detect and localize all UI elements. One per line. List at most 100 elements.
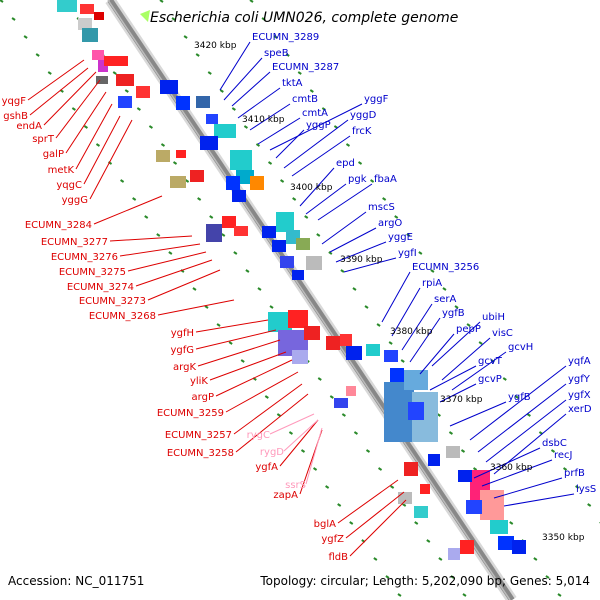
forward-gene-label: pepP xyxy=(456,324,481,335)
reverse-gene-label: ygfG xyxy=(170,345,194,356)
forward-gene-label: epd xyxy=(336,158,355,169)
kbp-tick-label: 3390 kbp xyxy=(340,255,383,265)
gene-feature xyxy=(136,86,150,98)
track-dot xyxy=(249,0,254,3)
reverse-gene-label: ygfH xyxy=(171,328,194,339)
connector-line xyxy=(493,477,563,499)
connector-line xyxy=(215,359,293,397)
label-connectors xyxy=(27,41,575,557)
track-dot xyxy=(204,305,209,309)
track-dot xyxy=(545,575,550,579)
track-dot xyxy=(466,323,471,327)
track-dot xyxy=(426,539,431,543)
connector-line xyxy=(27,59,85,101)
connector-line xyxy=(135,259,213,287)
forward-gene-label: mscS xyxy=(368,202,395,213)
connector-line xyxy=(249,103,291,131)
reverse-gene-label: yggG xyxy=(62,195,88,206)
forward-gene-label: visC xyxy=(492,328,513,339)
gene-feature xyxy=(268,312,292,332)
connector-line xyxy=(337,479,399,524)
track-dot xyxy=(345,143,351,147)
gene-feature xyxy=(206,224,222,242)
connector-line xyxy=(345,491,405,539)
forward-gene-label: gcvH xyxy=(508,342,533,353)
gene-feature xyxy=(226,176,240,190)
connector-line xyxy=(451,351,507,391)
gene-feature xyxy=(190,170,204,182)
track-dot xyxy=(240,359,245,363)
gene-feature xyxy=(200,136,218,150)
track-dot xyxy=(438,557,443,561)
forward-gene-label: pgk xyxy=(348,174,367,185)
forward-gene-label: ygfX xyxy=(568,390,591,401)
track-dot xyxy=(328,251,333,255)
connector-line xyxy=(237,87,281,119)
track-dot xyxy=(353,431,358,435)
forward-gene-label: tktA xyxy=(282,78,303,89)
gene-feature xyxy=(480,490,504,520)
connector-line xyxy=(473,447,541,479)
connector-line xyxy=(401,303,433,351)
forward-gene-label: ygfB xyxy=(508,392,531,403)
track-dot xyxy=(563,467,568,471)
track-dot xyxy=(309,89,314,93)
track-dot xyxy=(400,359,405,363)
gene-feature xyxy=(80,4,94,14)
gene-feature xyxy=(334,398,348,408)
connector-line xyxy=(75,103,113,170)
gene-feature xyxy=(118,96,132,108)
connector-line xyxy=(343,257,397,273)
gene-feature xyxy=(57,0,77,12)
kbp-tick-label: 3350 kbp xyxy=(542,533,585,543)
track-dot xyxy=(478,341,483,345)
connector-line xyxy=(419,333,455,375)
reverse-gene-label: metK xyxy=(48,165,75,176)
track-dot xyxy=(255,143,261,147)
gene-feature xyxy=(94,12,104,20)
gene-feature xyxy=(236,170,254,184)
forward-gene-label: ECUMN_3287 xyxy=(272,62,339,73)
track-dot xyxy=(35,53,40,57)
connector-line xyxy=(197,339,281,367)
track-dot xyxy=(448,431,453,435)
gene-feature xyxy=(262,226,276,238)
reverse-gene-label: ECUMN_3274 xyxy=(67,282,134,293)
connector-line xyxy=(219,41,251,91)
gene-feature xyxy=(276,212,294,232)
connector-line xyxy=(29,67,89,116)
gene-feature xyxy=(458,470,472,482)
connector-line xyxy=(291,135,351,177)
reverse-gene-label: endA xyxy=(16,121,42,132)
track-dot xyxy=(304,215,309,219)
track-dot xyxy=(533,557,538,561)
forward-gene-label: ECUMN_3289 xyxy=(252,32,319,43)
track-dot xyxy=(349,521,354,525)
connector-line xyxy=(195,329,277,350)
track-dot xyxy=(95,143,101,147)
gene-feature xyxy=(490,520,508,534)
gene-feature xyxy=(82,28,98,42)
track-dot xyxy=(183,35,188,39)
forward-gene-label: speB xyxy=(264,48,289,59)
track-dot xyxy=(370,179,375,183)
gene-feature xyxy=(116,74,134,86)
track-dot xyxy=(23,35,28,39)
forward-gene-label: fbaA xyxy=(374,174,397,185)
connector-line xyxy=(223,57,263,101)
gene-feature xyxy=(156,150,170,162)
connector-line xyxy=(257,117,301,145)
connector-line xyxy=(439,383,477,403)
gene-feature xyxy=(78,18,92,30)
gene-feature xyxy=(408,402,424,420)
gene-feature xyxy=(460,540,474,554)
gene-feature xyxy=(398,492,412,504)
connector-line xyxy=(93,195,163,225)
track-dot xyxy=(587,503,592,507)
reverse-gene-label: yqgF xyxy=(2,96,27,107)
connector-line xyxy=(299,167,335,207)
connector-line xyxy=(335,241,387,263)
connector-line xyxy=(409,317,441,363)
track-dot xyxy=(397,593,402,597)
